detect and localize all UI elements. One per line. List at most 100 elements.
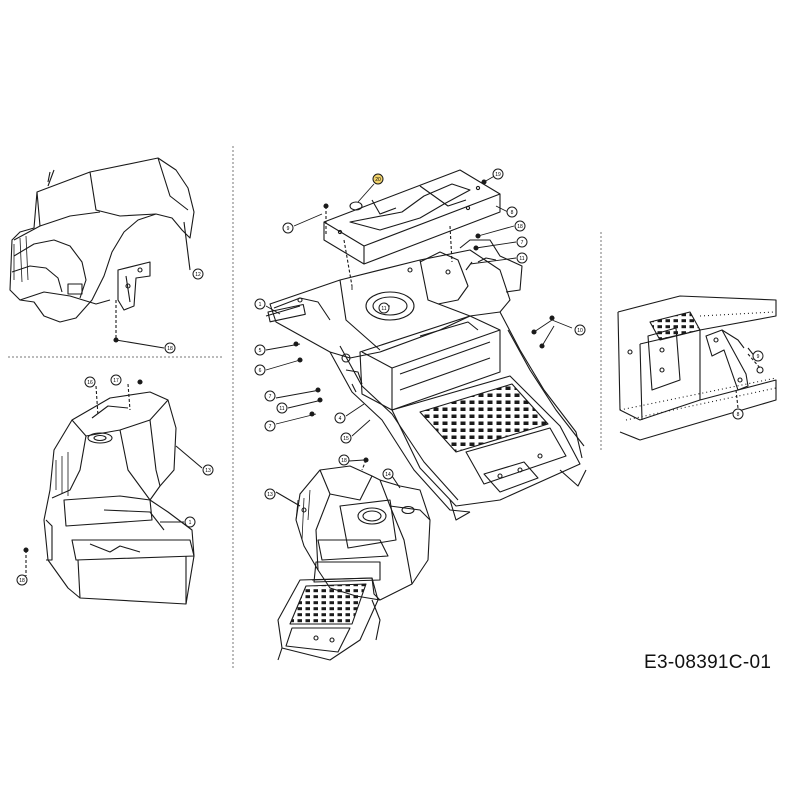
main-frame-callouts: 20 19 8 18 7 11 9 1 <box>254 168 586 444</box>
top-plate-hole-a <box>475 185 481 191</box>
callout-bubble <box>254 298 266 310</box>
callout-rear-right: 13 <box>202 464 214 476</box>
callout-bubble <box>516 252 528 264</box>
callout-bubble-highlight <box>372 173 384 185</box>
callout-bubble <box>732 408 744 420</box>
fender-callouts: 18 12 <box>164 268 204 354</box>
bolt <box>539 343 545 349</box>
callout-bubble <box>192 268 204 280</box>
callout-label: 9 <box>757 354 760 360</box>
right-rail-outer <box>499 311 583 459</box>
callout-c20-highlighted: 20 <box>357 173 384 203</box>
callout-bubble <box>264 420 276 432</box>
rear-body-hatching <box>55 452 69 496</box>
rear-leader-top-b <box>127 383 131 411</box>
leader-c10 <box>551 319 573 329</box>
callout-bubble <box>752 350 764 362</box>
callout-fender-bolt: 18 <box>164 342 176 354</box>
callout-c4: 4 <box>334 412 346 424</box>
leader-c10c <box>541 325 555 347</box>
bracket-leader-down <box>735 389 739 409</box>
callout-bubble <box>110 374 122 386</box>
fender-detail-view <box>9 157 195 349</box>
floor-plate-lower <box>465 427 567 485</box>
callout-rear-bottom: 18 <box>16 574 28 586</box>
top-plate-outline <box>323 169 501 265</box>
callout-label: 4 <box>339 416 342 422</box>
callout-bubble <box>574 324 586 336</box>
bracket-grate <box>649 311 701 341</box>
leader-c15 <box>351 419 371 437</box>
callout-label: 7 <box>521 240 524 246</box>
callout-label: 6 <box>259 368 262 374</box>
bracket-plate-hole-a <box>659 347 665 353</box>
callout-label: 13 <box>267 492 273 498</box>
fender-tip <box>47 169 55 187</box>
assembled-leader-left <box>275 491 301 507</box>
bracket-frame-top <box>617 295 777 345</box>
rear-bar <box>71 539 195 561</box>
bracket-arm <box>705 329 749 391</box>
callout-bubble <box>282 222 294 234</box>
left-tube <box>267 303 306 323</box>
top-plate-slot <box>349 183 471 231</box>
callout-bubble <box>340 432 352 444</box>
leader-c7l <box>275 389 321 399</box>
upper-frame <box>265 239 523 359</box>
fender-leader-main <box>183 221 191 271</box>
callout-c11-left: 11 <box>276 402 288 414</box>
callout-bubble <box>202 464 214 476</box>
dash-box-seams <box>399 341 491 391</box>
callout-c6: 6 <box>254 364 266 376</box>
leader-c18r <box>477 225 515 237</box>
rear-bar-detail <box>89 543 141 553</box>
callout-c8-bracket: 8 <box>732 408 744 420</box>
leader-plate-down-b <box>449 225 453 263</box>
callout-label: 18 <box>19 578 25 584</box>
bolt <box>531 329 537 335</box>
callout-label: 18 <box>517 224 523 230</box>
callout-label: 19 <box>495 172 501 178</box>
assembled-deck-opening <box>357 507 387 525</box>
callout-c19: 19 <box>492 168 504 180</box>
main-frame-view <box>265 169 587 521</box>
upper-frame-right-box <box>419 251 469 305</box>
bracket-detail-view <box>617 295 777 441</box>
rear-bolt <box>23 547 29 553</box>
callout-bubble <box>378 302 390 314</box>
mower-deck-opening <box>365 291 415 321</box>
callout-c15: 15 <box>340 432 352 444</box>
bracket-plate-hole-c <box>627 349 633 355</box>
callout-c9-bracket: 9 <box>752 350 764 362</box>
fender-bracket <box>117 261 151 311</box>
rear-body-detail-view <box>23 379 203 605</box>
callout-bubble <box>516 236 528 248</box>
assembled-right-edge <box>389 505 413 585</box>
callout-c18-right: 18 <box>514 220 526 232</box>
dash-box-edges <box>361 329 501 410</box>
callout-bubble <box>264 390 276 402</box>
floor-plate-tabs <box>449 469 587 521</box>
rear-body-lower-edges <box>77 556 187 604</box>
bolt <box>473 245 479 251</box>
upper-frame-posts <box>339 259 471 351</box>
leader-c11r <box>469 257 517 265</box>
left-rail-inner <box>339 345 459 501</box>
rear-deck <box>63 495 153 527</box>
leader-c8 <box>495 205 509 213</box>
bolt <box>323 203 329 209</box>
leader-c10b <box>533 319 553 333</box>
assembled-left-edge <box>315 493 331 571</box>
callout-bubble <box>382 468 394 480</box>
assembled-dash-front <box>313 561 381 583</box>
floor-plate-grate <box>419 383 549 453</box>
dash-box <box>359 315 501 411</box>
bracket-arm-hole-a <box>713 337 719 343</box>
rear-leader-right <box>175 445 203 469</box>
callout-bubble <box>492 168 504 180</box>
callout-bubble <box>254 344 266 356</box>
callout-label: 1 <box>189 520 192 526</box>
assembled-floor-panel <box>285 627 351 653</box>
callout-label: 7 <box>269 394 272 400</box>
assembled-floor <box>277 577 379 661</box>
